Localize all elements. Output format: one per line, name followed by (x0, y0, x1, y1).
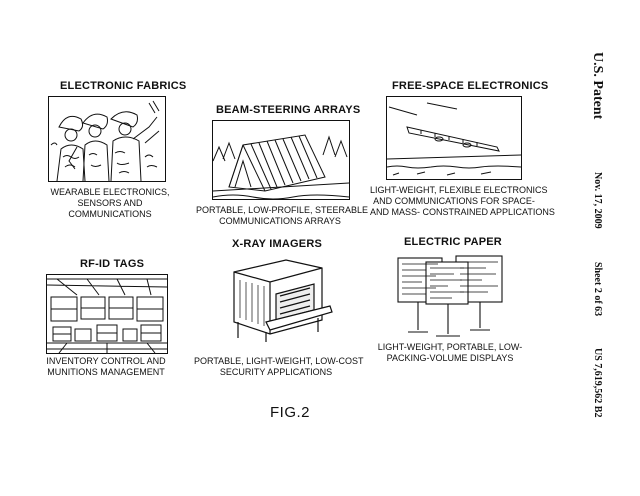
caption-line: PACKING-VOLUME DISPLAYS (386, 353, 514, 363)
caption-line: MUNITIONS MANAGEMENT (47, 367, 165, 377)
warehouse-drawing (47, 278, 167, 353)
panel-title-beam-steering-arrays: BEAM-STEERING ARRAYS (216, 104, 361, 116)
caption-free-space: LIGHT-WEIGHT, FLEXIBLE ELECTRONICS AND C… (370, 185, 555, 218)
caption-electronic-fabrics: WEARABLE ELECTRONICS, SENSORS AND COMMUN… (48, 187, 172, 220)
caption-line: PORTABLE, LIGHT-WEIGHT, LOW-COST (194, 356, 364, 366)
caption-line: AND COMMUNICATIONS FOR SPACE- (373, 196, 535, 206)
caption-line: LIGHT-WEIGHT, PORTABLE, LOW- (377, 342, 523, 352)
display-kiosks-illustration (396, 252, 504, 340)
panel-title-electric-paper: ELECTRIC PAPER (404, 236, 502, 248)
patent-date: Nov. 17, 2009 (592, 172, 603, 229)
caption-x-ray: PORTABLE, LIGHT-WEIGHT, LOW-COST SECURIT… (194, 356, 364, 378)
figure-label: FIG.2 (270, 404, 311, 421)
xray-machine-drawing (233, 259, 333, 342)
patent-number: US 7,619,562 B2 (592, 348, 603, 418)
tent-drawing (213, 134, 349, 199)
kiosks-drawing (397, 255, 503, 337)
aircraft-illustration (386, 96, 522, 180)
caption-line: COMMUNICATIONS ARRAYS (219, 216, 341, 226)
patent-header-text: U.S. Patent Nov. 17, 2009 Sheet 2 of 63 … (584, 52, 608, 438)
panel-title-electronic-fabrics: ELECTRONIC FABRICS (60, 80, 187, 92)
caption-rf-id: INVENTORY CONTROL AND MUNITIONS MANAGEME… (46, 356, 166, 378)
patent-office-label: U.S. Patent (590, 52, 605, 120)
warehouse-illustration (46, 274, 168, 354)
sheet-number: Sheet 2 of 63 (592, 262, 603, 317)
caption-beam-steering: PORTABLE, LOW-PROFILE, STEERABLE COMMUNI… (196, 205, 369, 227)
tent-array-illustration (212, 120, 350, 200)
panel-title-rf-id-tags: RF-ID TAGS (80, 258, 145, 270)
caption-line: AND MASS- CONSTRAINED APPLICATIONS (370, 207, 555, 217)
caption-electric-paper: LIGHT-WEIGHT, PORTABLE, LOW- PACKING-VOL… (370, 342, 530, 364)
caption-line: INVENTORY CONTROL AND (46, 356, 166, 366)
caption-line: COMMUNICATIONS (68, 209, 152, 219)
panel-title-x-ray-imagers: X-RAY IMAGERS (232, 238, 323, 250)
caption-line: SECURITY APPLICATIONS (219, 367, 333, 377)
xray-machine-illustration (226, 256, 334, 342)
soldiers-illustration (48, 96, 166, 182)
caption-line: LIGHT-WEIGHT, FLEXIBLE ELECTRONICS (370, 185, 548, 195)
soldiers-drawing (50, 100, 160, 181)
aircraft-drawing (387, 102, 521, 176)
caption-line: PORTABLE, LOW-PROFILE, STEERABLE (196, 205, 369, 215)
patent-header: U.S. Patent Nov. 17, 2009 Sheet 2 of 63 … (584, 52, 608, 438)
panel-title-free-space-electronics: FREE-SPACE ELECTRONICS (392, 80, 549, 92)
caption-line: SENSORS AND (77, 198, 143, 208)
caption-line: WEARABLE ELECTRONICS, (50, 187, 170, 197)
